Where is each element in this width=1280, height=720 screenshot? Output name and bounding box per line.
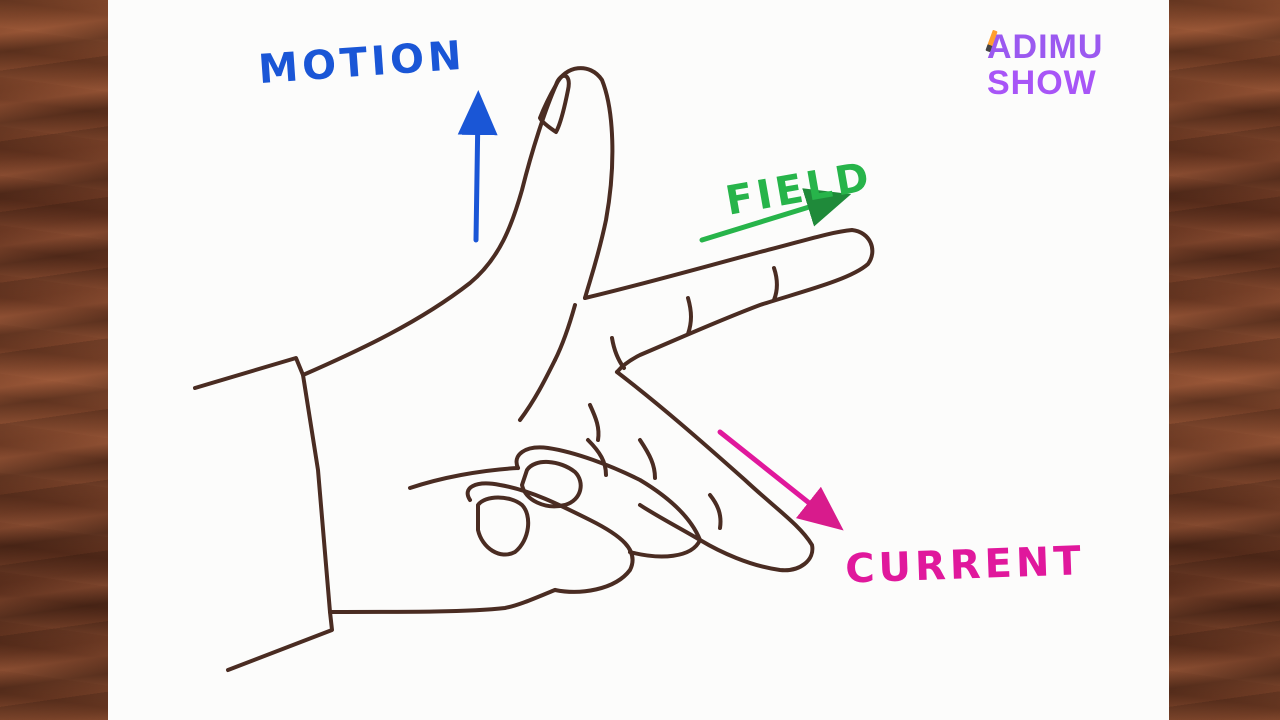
middle-crease-2 bbox=[708, 493, 723, 530]
palm-line bbox=[408, 466, 520, 490]
ring-finger bbox=[514, 445, 702, 559]
field-arrow bbox=[699, 188, 852, 243]
hand-outline bbox=[193, 66, 875, 672]
motion-label: MOTION bbox=[257, 33, 467, 93]
palm-thumb-line bbox=[518, 358, 557, 422]
thumb-web bbox=[553, 303, 577, 362]
logo-line-1: ADIMU bbox=[987, 28, 1104, 66]
sleeve-cuff bbox=[193, 356, 334, 672]
current-label: CURRENT bbox=[844, 538, 1085, 592]
channel-logo: ADIMU SHOW bbox=[985, 28, 1117, 102]
little-fingernail bbox=[476, 495, 531, 557]
index-crease-1 bbox=[686, 296, 693, 336]
logo-line-2: SHOW bbox=[987, 64, 1097, 102]
ring-fingernail bbox=[520, 460, 583, 509]
current-arrow bbox=[717, 429, 844, 531]
middle-crease-1 bbox=[638, 438, 657, 480]
field-label: FIELD bbox=[722, 154, 876, 225]
index-finger bbox=[583, 228, 875, 374]
knuckle-line-2 bbox=[586, 438, 608, 477]
wood-background-left bbox=[0, 0, 108, 720]
wood-background-right bbox=[1169, 0, 1280, 720]
middle-finger bbox=[615, 370, 815, 573]
index-base bbox=[610, 336, 626, 370]
motion-arrow bbox=[457, 90, 498, 243]
index-crease-2 bbox=[772, 266, 779, 302]
thumbnail bbox=[538, 73, 571, 134]
little-finger bbox=[465, 481, 635, 594]
little-finger-base bbox=[328, 588, 557, 614]
knuckle-line-1 bbox=[588, 403, 601, 442]
